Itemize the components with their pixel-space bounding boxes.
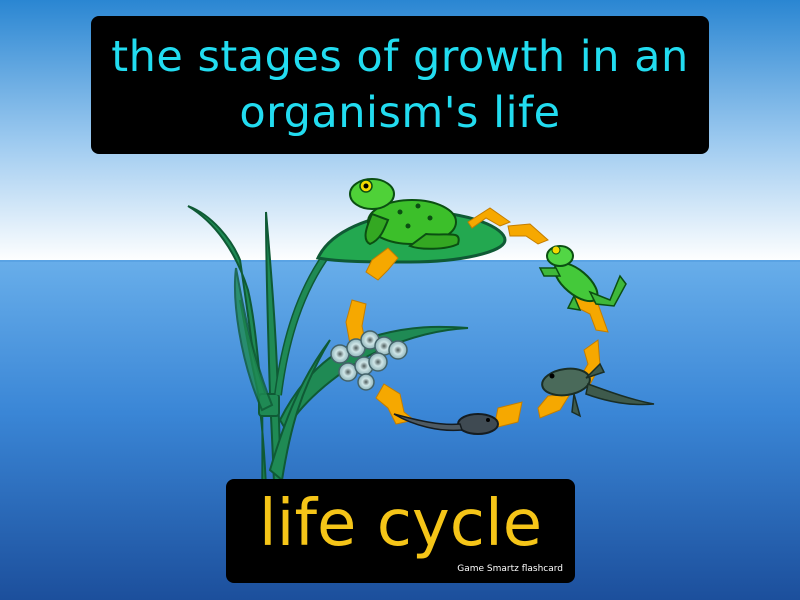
reed-plant xyxy=(187,205,469,541)
cycle-arrows xyxy=(345,207,609,429)
definition-text: the stages of growth in an organism's li… xyxy=(111,32,689,138)
brand-label: Game Smartz flashcard xyxy=(457,564,563,574)
frog-eggs xyxy=(330,330,408,391)
term-text: life cycle xyxy=(258,487,543,561)
tadpole-with-legs xyxy=(541,362,655,418)
definition-panel: the stages of growth in an organism's li… xyxy=(91,16,709,154)
young-frog xyxy=(538,245,627,311)
term-panel: life cycle Game Smartz flashcard xyxy=(226,479,575,583)
tadpole xyxy=(393,413,499,435)
adult-frog xyxy=(349,178,460,250)
